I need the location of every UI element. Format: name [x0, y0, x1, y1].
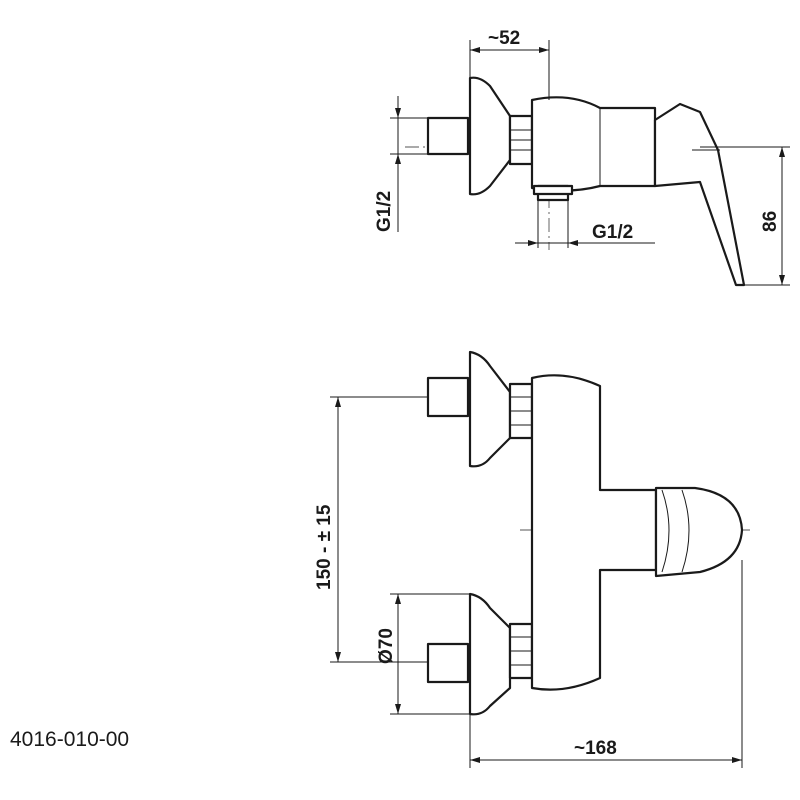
height-dimension-label: 86 [760, 211, 781, 232]
inlet-thread-label: G1/2 [374, 191, 395, 232]
depth-dimension-label: ~52 [488, 28, 520, 49]
front-view: 150 - ± 15 Ø70 ~168 [314, 350, 750, 768]
inlet-spacing-label: 150 - ± 15 [314, 504, 335, 590]
outlet-thread-label: G1/2 [592, 222, 633, 243]
product-code: 4016-010-00 [10, 728, 129, 751]
escutcheon-diameter-label: Ø70 [376, 628, 397, 664]
width-dimension-label: ~168 [574, 738, 617, 759]
side-view: ~52 G1/2 G1/2 86 [374, 28, 790, 287]
